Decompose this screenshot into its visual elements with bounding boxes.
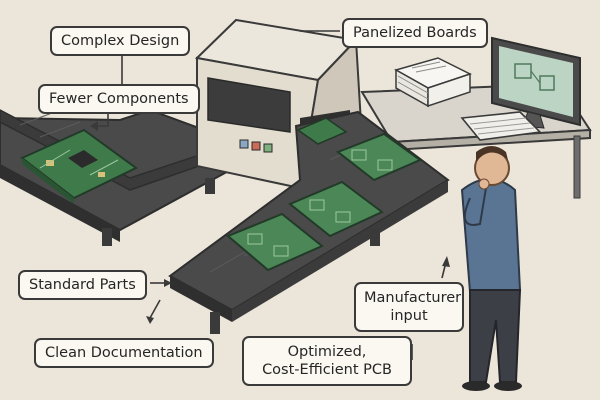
label-optimized-pcb-line1: Optimized, — [287, 344, 367, 360]
label-clean-documentation: Clean Documentation — [34, 338, 214, 368]
label-manufacturer-input: Manufacturer input — [354, 282, 464, 332]
pcb-panel-4 — [226, 212, 324, 272]
label-optimized-pcb: Optimized, Cost-Efficient PCB — [242, 336, 412, 386]
label-manufacturer-input-line1: Manufacturer — [364, 290, 462, 306]
label-standard-parts: Standard Parts — [18, 270, 147, 300]
label-panelized-boards: Panelized Boards — [342, 18, 488, 48]
label-manufacturer-input-line2: input — [390, 308, 428, 324]
label-complex-design: Complex Design — [50, 26, 191, 56]
keyboard — [460, 111, 542, 141]
computer-monitor — [491, 36, 581, 129]
label-optimized-pcb-line2: Cost-Efficient PCB — [262, 362, 392, 378]
label-fewer-components: Fewer Components — [38, 84, 200, 114]
paper-stack — [394, 57, 472, 108]
pcb-panel-3 — [288, 180, 384, 238]
engineer-person — [460, 146, 522, 391]
connector-arrowheads — [90, 121, 450, 324]
pcb-panel-1 — [296, 117, 348, 145]
pcb-panel-2 — [335, 132, 423, 182]
pcb-board-left — [20, 128, 138, 204]
